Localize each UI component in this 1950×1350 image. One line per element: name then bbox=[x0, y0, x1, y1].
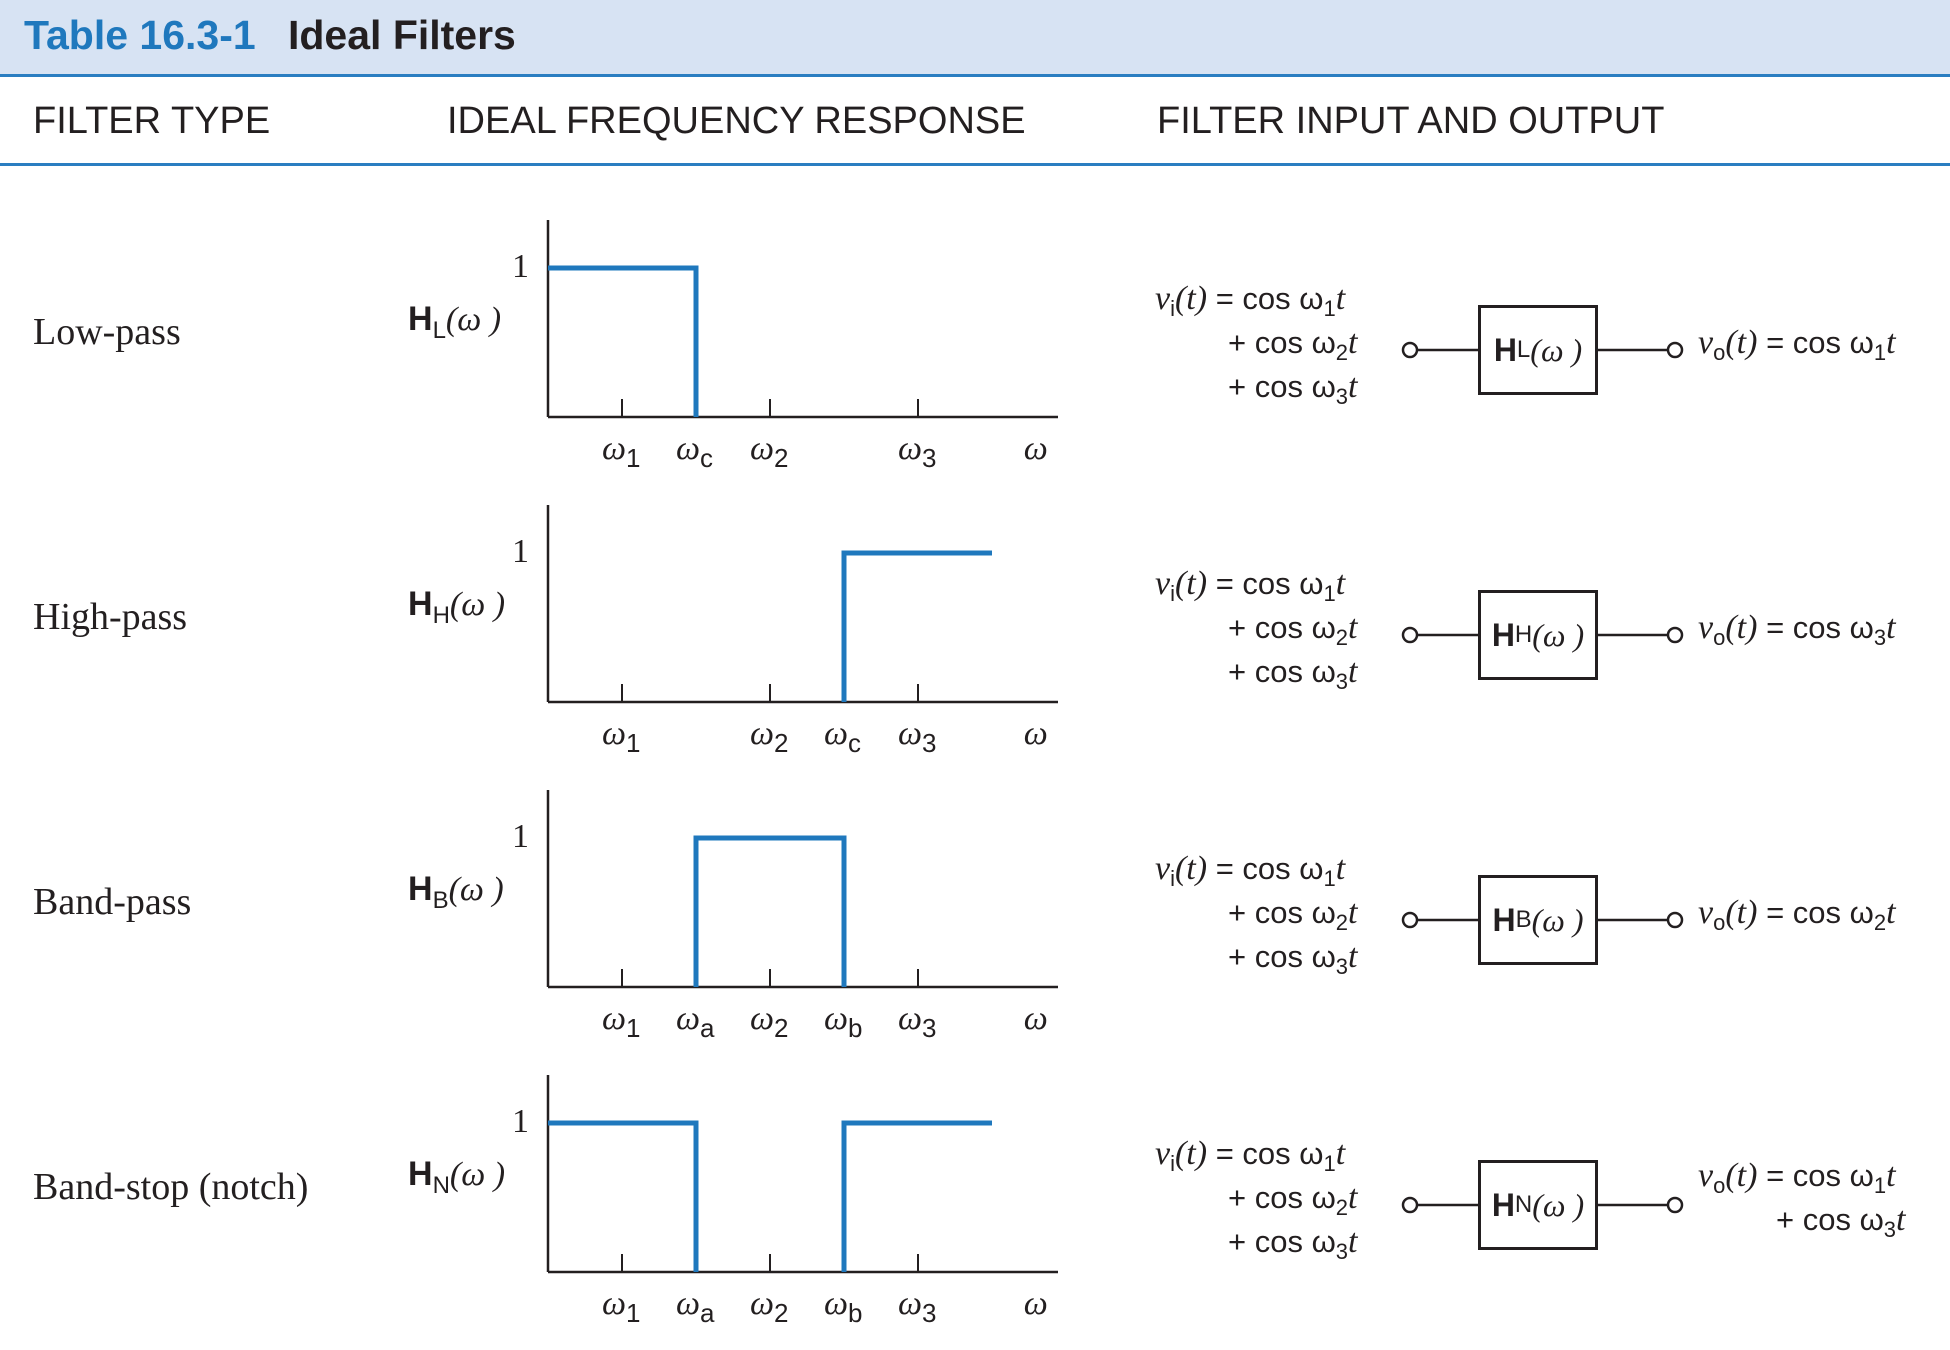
tick-label: ω3 bbox=[898, 1285, 937, 1328]
tick-label: ω1 bbox=[602, 1285, 641, 1328]
tick-label: ω bbox=[1023, 715, 1048, 752]
input-equation-line2: + cos ω2t bbox=[1228, 609, 1358, 651]
filter-type-label: High-pass bbox=[33, 596, 188, 638]
tick-label: ω1 bbox=[602, 1000, 641, 1043]
tick-label: ω2 bbox=[750, 715, 789, 758]
passband-response bbox=[841, 1120, 992, 1272]
tick-label: ωa bbox=[676, 1285, 715, 1328]
tick-label: ω2 bbox=[750, 1285, 789, 1328]
passband-response bbox=[841, 550, 992, 702]
tick-label: ω3 bbox=[898, 1000, 937, 1043]
filter-type-label: Band-pass bbox=[33, 881, 192, 923]
tick-label: ω bbox=[1023, 1000, 1048, 1037]
filter-type-label: Low-pass bbox=[33, 311, 181, 353]
frequency-response-plot bbox=[546, 220, 1684, 419]
header-rule bbox=[0, 163, 1950, 166]
input-equation-line3: + cos ω3t bbox=[1228, 653, 1358, 695]
passband-response bbox=[548, 265, 699, 417]
input-equation-line1: vi(t) = cos ω1t bbox=[1155, 1135, 1346, 1177]
passband-response bbox=[548, 1120, 699, 1272]
tick-label: ω2 bbox=[750, 430, 789, 473]
output-terminal bbox=[1666, 341, 1684, 359]
input-equation-line1: vi(t) = cos ω1t bbox=[1155, 565, 1346, 607]
gain-label: 1 bbox=[512, 533, 529, 570]
gain-label: 1 bbox=[512, 1103, 529, 1140]
tick-label: ω3 bbox=[898, 715, 937, 758]
output-equation-line1: vo(t) = cos ω1t bbox=[1698, 324, 1896, 366]
tick-label: ω2 bbox=[750, 1000, 789, 1043]
tick-label: ω1 bbox=[602, 430, 641, 473]
input-equation-line3: + cos ω3t bbox=[1228, 1223, 1358, 1265]
table-title: Ideal Filters bbox=[288, 12, 516, 58]
transfer-function-label: HB(ω ) bbox=[408, 870, 504, 914]
table-title-bar: Table 16.3-1 Ideal Filters bbox=[0, 0, 1950, 77]
passband-response bbox=[693, 835, 847, 987]
input-terminal bbox=[1401, 341, 1419, 359]
filter-type-label: Band-stop (notch) bbox=[33, 1166, 309, 1208]
output-equation-line1: vo(t) = cos ω2t bbox=[1698, 894, 1896, 936]
input-equation-line1: vi(t) = cos ω1t bbox=[1155, 280, 1346, 322]
transfer-function-label: HN(ω ) bbox=[408, 1155, 506, 1199]
input-terminal bbox=[1401, 911, 1419, 929]
tick-label: ωb bbox=[824, 1000, 863, 1043]
input-equation-line3: + cos ω3t bbox=[1228, 938, 1358, 980]
column-header-filter-type: FILTER TYPE bbox=[33, 100, 271, 142]
tick-label: ωc bbox=[824, 715, 862, 758]
frequency-response-plot bbox=[546, 1075, 1684, 1274]
tick-label: ωc bbox=[676, 430, 714, 473]
tick-label: ωa bbox=[676, 1000, 715, 1043]
frequency-response-plot bbox=[546, 505, 1684, 704]
input-equation-line2: + cos ω2t bbox=[1228, 1179, 1358, 1221]
tick-label: ω3 bbox=[898, 430, 937, 473]
output-terminal bbox=[1666, 911, 1684, 929]
tick-label: ωb bbox=[824, 1285, 863, 1328]
table-number: Table 16.3-1 bbox=[24, 12, 256, 58]
transfer-function-label: HL(ω ) bbox=[408, 300, 502, 344]
input-equation-line2: + cos ω2t bbox=[1228, 894, 1358, 936]
input-equation-line2: + cos ω2t bbox=[1228, 324, 1358, 366]
output-terminal bbox=[1666, 626, 1684, 644]
gain-label: 1 bbox=[512, 248, 529, 285]
output-equation-line1: vo(t) = cos ω3t bbox=[1698, 609, 1896, 651]
tick-label: ω bbox=[1023, 1285, 1048, 1322]
input-equation-line3: + cos ω3t bbox=[1228, 368, 1358, 410]
output-equation-line1: vo(t) = cos ω1t bbox=[1698, 1157, 1896, 1199]
tick-label: ω bbox=[1023, 430, 1048, 467]
transfer-function-label: HH(ω ) bbox=[408, 585, 506, 629]
gain-label: 1 bbox=[512, 818, 529, 855]
tick-label: ω1 bbox=[602, 715, 641, 758]
column-header-input-output: FILTER INPUT AND OUTPUT bbox=[1157, 100, 1665, 142]
frequency-response-plot bbox=[546, 790, 1684, 989]
output-terminal bbox=[1666, 1196, 1684, 1214]
input-terminal bbox=[1401, 626, 1419, 644]
input-equation-line1: vi(t) = cos ω1t bbox=[1155, 850, 1346, 892]
input-terminal bbox=[1401, 1196, 1419, 1214]
column-header-frequency-response: IDEAL FREQUENCY RESPONSE bbox=[447, 100, 1026, 142]
output-equation-line2: + cos ω3t bbox=[1776, 1201, 1906, 1243]
